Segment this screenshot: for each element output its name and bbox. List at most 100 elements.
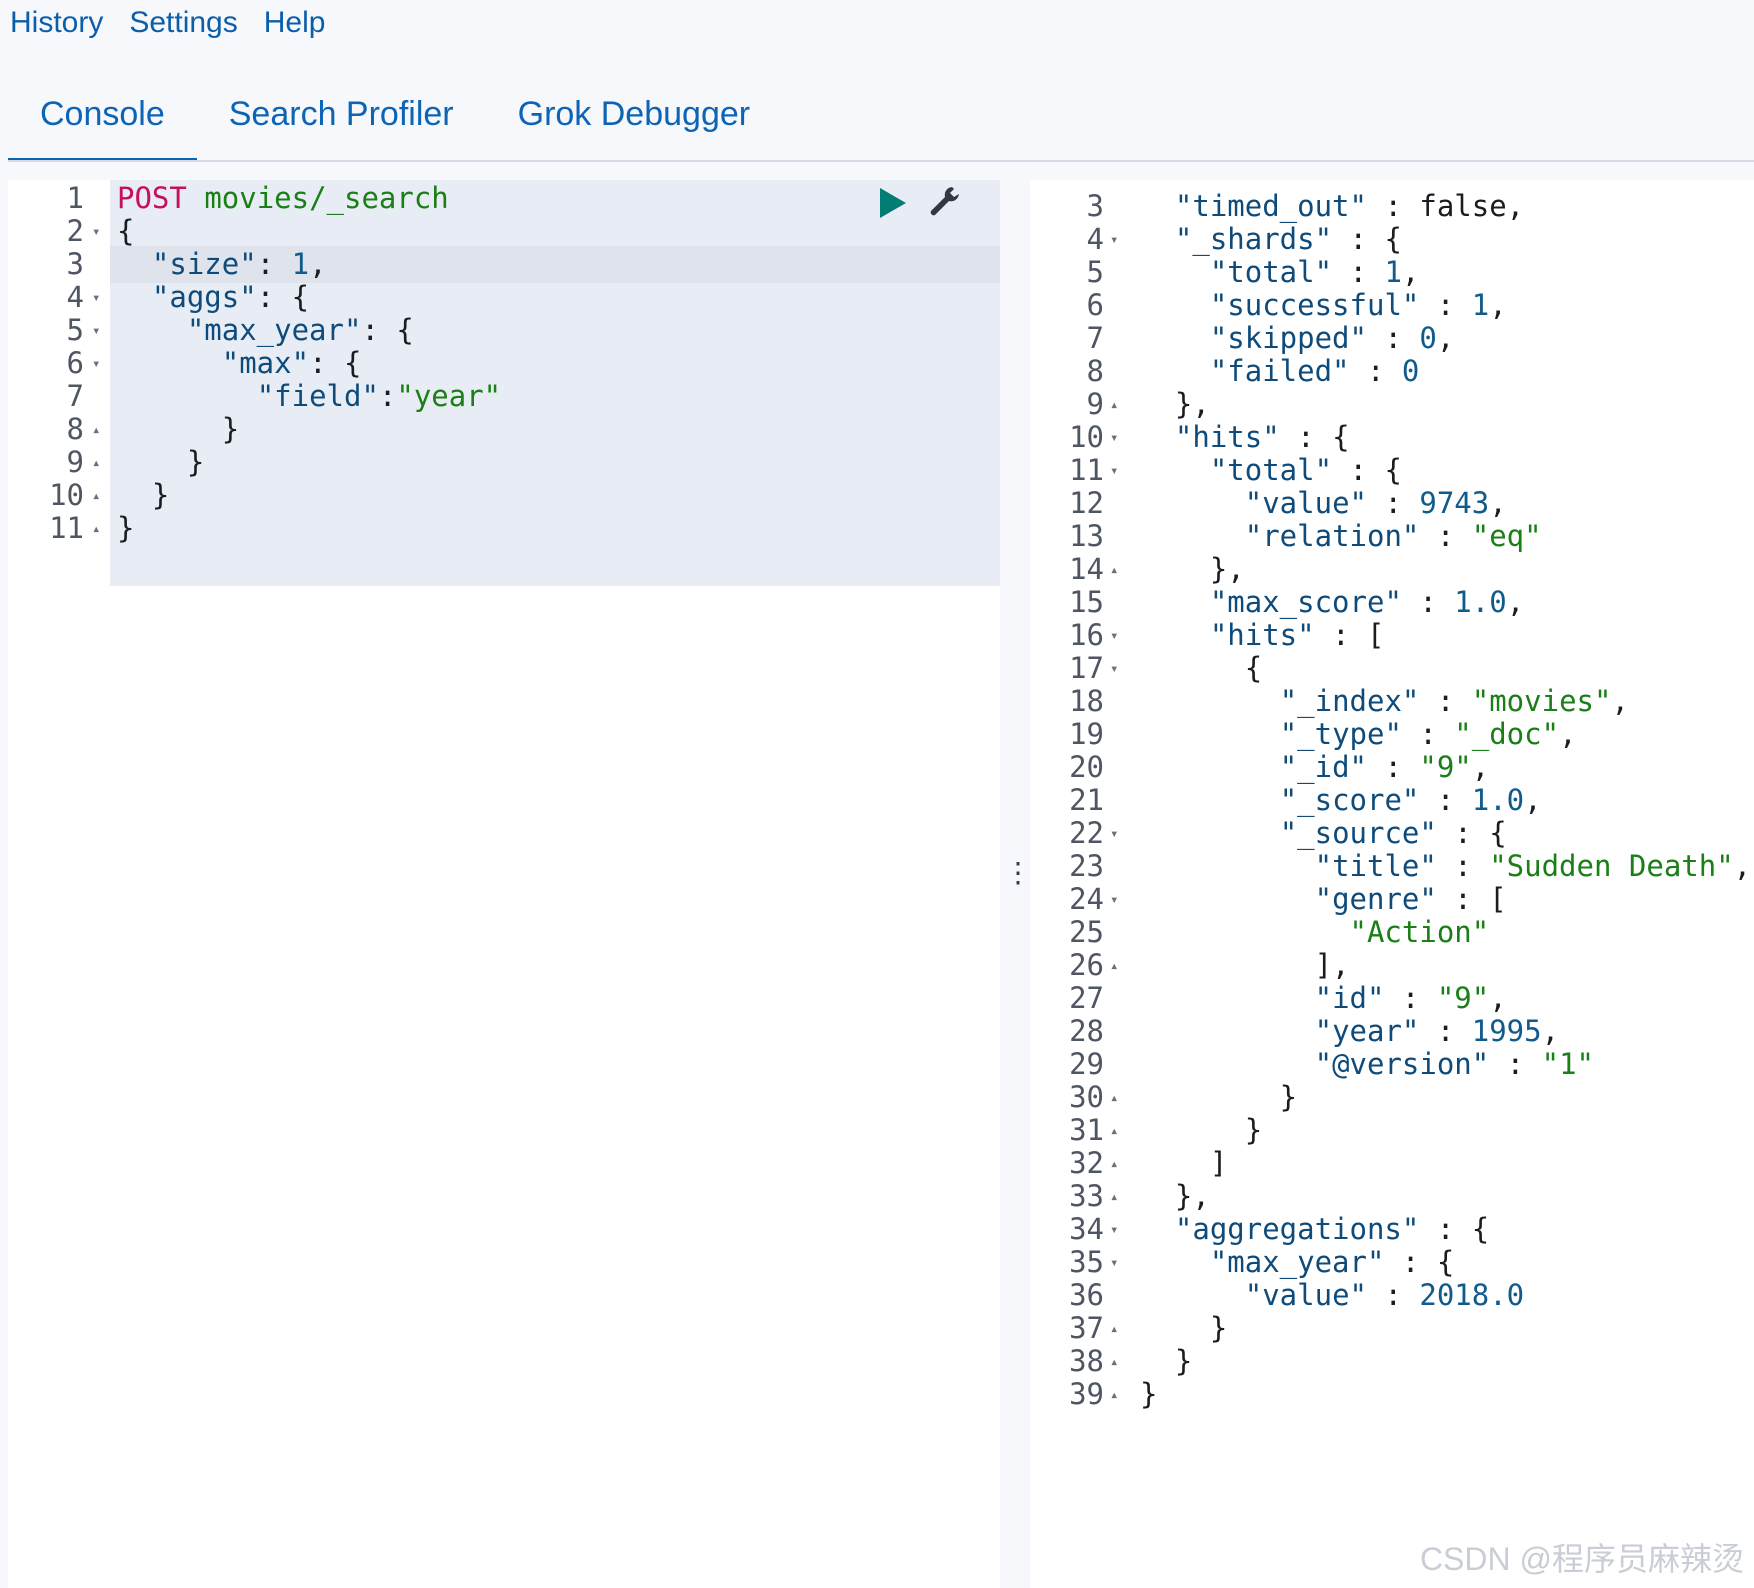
line-number: 19 <box>1069 717 1104 751</box>
line-number: 11 <box>1069 453 1104 487</box>
menu-help[interactable]: Help <box>263 6 326 39</box>
line-number: 16 <box>1069 618 1104 652</box>
fold-arrow-up-icon[interactable]: ▴ <box>1110 1387 1119 1403</box>
fold-arrow-down-icon[interactable]: ▾ <box>1110 628 1119 644</box>
response-line: 8 "failed" : 0 <box>1030 353 1754 390</box>
request-line: 11▴} <box>8 510 1000 547</box>
code-text: } <box>117 511 135 545</box>
code-text: } <box>117 478 170 512</box>
response-line: 28 "year" : 1995, <box>1030 1013 1754 1050</box>
line-number: 34 <box>1069 1212 1104 1246</box>
response-line: 31▴ } <box>1030 1112 1754 1149</box>
response-line: 24▾ "genre" : [ <box>1030 881 1754 918</box>
line-number: 28 <box>1069 1014 1104 1048</box>
line-number: 3 <box>1086 189 1104 223</box>
tab-console[interactable]: Console <box>8 78 197 162</box>
fold-arrow-up-icon[interactable]: ▴ <box>1110 1321 1119 1337</box>
line-number: 7 <box>1086 321 1104 355</box>
run-request-button[interactable] <box>878 186 908 220</box>
fold-arrow-down-icon[interactable]: ▾ <box>1110 892 1119 908</box>
menu-settings[interactable]: Settings <box>129 6 238 39</box>
line-number: 10 <box>1069 420 1104 454</box>
response-line: 32▴ ] <box>1030 1145 1754 1182</box>
watermark: CSDN @程序员麻辣烫 <box>1419 1541 1744 1577</box>
response-line: 20 "_id" : "9", <box>1030 749 1754 786</box>
fold-arrow-up-icon[interactable]: ▴ <box>1110 1354 1119 1370</box>
fold-arrow-down-icon[interactable]: ▾ <box>1110 463 1119 479</box>
line-number: 3 <box>66 247 84 281</box>
fold-arrow-down-icon[interactable]: ▾ <box>1110 1255 1119 1271</box>
fold-arrow-up-icon[interactable]: ▴ <box>1110 562 1119 578</box>
line-number: 6 <box>66 346 84 380</box>
fold-arrow-up-icon[interactable]: ▴ <box>1110 397 1119 413</box>
response-line: 19 "_type" : "_doc", <box>1030 716 1754 753</box>
response-line: 25 "Action" <box>1030 914 1754 951</box>
code-text: } <box>1140 1080 1298 1114</box>
fold-arrow-up-icon[interactable]: ▴ <box>1110 958 1119 974</box>
response-viewer[interactable]: 3 "timed_out" : false,4▾ "_shards" : {5 … <box>1030 180 1754 1588</box>
line-number: 14 <box>1069 552 1104 586</box>
line-number: 21 <box>1069 783 1104 817</box>
fold-arrow-up-icon[interactable]: ▴ <box>1110 1123 1119 1139</box>
response-line: 12 "value" : 9743, <box>1030 485 1754 522</box>
line-number: 37 <box>1069 1311 1104 1345</box>
response-line: 11▾ "total" : { <box>1030 452 1754 489</box>
response-line: 5 "total" : 1, <box>1030 254 1754 291</box>
response-line: 27 "id" : "9", <box>1030 980 1754 1017</box>
code-text: "_type" : "_doc", <box>1279 717 1577 751</box>
request-line: 5▾ "max_year": { <box>8 312 1000 349</box>
fold-arrow-up-icon[interactable]: ▴ <box>92 488 101 504</box>
line-number: 6 <box>1086 288 1104 322</box>
fold-arrow-down-icon[interactable]: ▾ <box>92 290 101 306</box>
response-line: 30▴ } <box>1030 1079 1754 1116</box>
line-number: 4 <box>1086 222 1104 256</box>
response-line: 35▾ "max_year" : { <box>1030 1244 1754 1281</box>
fold-arrow-up-icon[interactable]: ▴ <box>1110 1090 1119 1106</box>
menu-history[interactable]: History <box>10 6 104 39</box>
code-text: ], <box>1140 948 1350 982</box>
tab-search-profiler[interactable]: Search Profiler <box>228 95 454 133</box>
fold-arrow-up-icon[interactable]: ▴ <box>1110 1189 1119 1205</box>
line-number: 7 <box>66 379 84 413</box>
request-line: 7 "field":"year" <box>8 378 1000 415</box>
response-line: 23 "title" : "Sudden Death", <box>1030 848 1754 885</box>
fold-arrow-up-icon[interactable]: ▴ <box>92 455 101 471</box>
code-text: "_index" : "movies", <box>1279 684 1629 718</box>
response-line: 18 "_index" : "movies", <box>1030 683 1754 720</box>
response-line: 10 ▾ "hits" : { <box>1030 419 1754 456</box>
fold-arrow-down-icon[interactable]: ▾ <box>1110 826 1119 842</box>
fold-arrow-down-icon[interactable]: ▾ <box>1110 661 1119 677</box>
line-number: 31 <box>1069 1113 1104 1147</box>
line-number: 5 <box>1086 255 1104 289</box>
fold-arrow-down-icon[interactable]: ▾ <box>92 323 101 339</box>
response-line: 37▴ } <box>1030 1310 1754 1347</box>
response-gutter <box>1030 180 1130 1588</box>
code-text: } <box>117 445 205 479</box>
request-line: 9▴ } <box>8 444 1000 481</box>
line-number: 36 <box>1069 1278 1104 1312</box>
pane-resizer-dots-icon[interactable]: ⋮ <box>1004 857 1032 888</box>
code-text: "aggs": { <box>151 280 310 314</box>
fold-arrow-down-icon[interactable]: ▾ <box>1110 232 1119 248</box>
code-text: "year" : 1995, <box>1314 1014 1560 1048</box>
fold-arrow-up-icon[interactable]: ▴ <box>92 521 101 537</box>
response-line: 38▴ } <box>1030 1343 1754 1380</box>
code-text: "hits" : { <box>1174 420 1350 454</box>
line-number: 33 <box>1069 1179 1104 1213</box>
fold-arrow-down-icon[interactable]: ▾ <box>1110 430 1119 446</box>
tab-grok-debugger[interactable]: Grok Debugger <box>517 95 751 133</box>
fold-arrow-up-icon[interactable]: ▴ <box>1110 1156 1119 1172</box>
response-line: 21 "_score" : 1.0, <box>1030 782 1754 819</box>
code-text: }, <box>1140 1179 1210 1213</box>
code-text: "aggregations" : { <box>1174 1212 1490 1246</box>
request-options-button[interactable] <box>928 184 962 220</box>
fold-arrow-down-icon[interactable]: ▾ <box>92 356 101 372</box>
fold-arrow-down-icon[interactable]: ▾ <box>1110 1222 1119 1238</box>
line-number: 8 <box>66 412 84 446</box>
fold-arrow-down-icon[interactable]: ▾ <box>92 224 101 240</box>
fold-arrow-up-icon[interactable]: ▴ <box>92 422 101 438</box>
code-text: }, <box>1140 552 1245 586</box>
response-line: 17▾ { <box>1030 650 1754 687</box>
